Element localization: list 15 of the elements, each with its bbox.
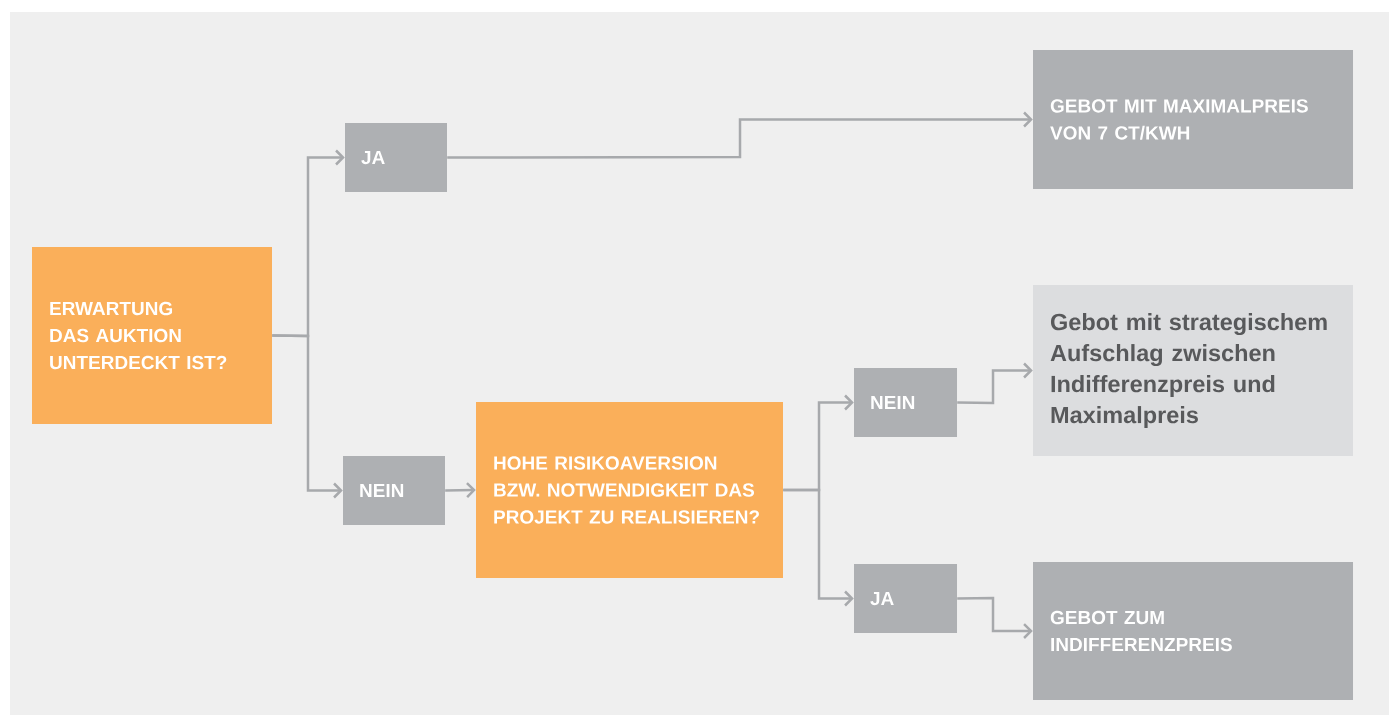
arrow <box>783 488 854 607</box>
decision-box: ERWARTUNG DAS AUKTION UNTERDECKT IST? <box>32 247 272 424</box>
decision-box: HOHE RISIKOAVERSION BZW. NOTWENDIGKEIT DAS PROJEKT ZU REALISIEREN? <box>476 402 783 578</box>
arrow <box>445 482 476 498</box>
answer-box: NEIN <box>343 456 445 525</box>
result-box: GEBOT ZUM INDIFFERENZPREIS <box>1033 562 1353 700</box>
arrow <box>272 334 343 499</box>
result-box: Gebot mit strategischem Aufschlag zwischen Indifferenzpreis und Maximalpreis <box>1033 285 1353 456</box>
arrow <box>957 362 1033 405</box>
arrow <box>447 111 1033 159</box>
answer-box: JA <box>345 123 447 192</box>
answer-box: NEIN <box>854 368 957 437</box>
answer-box: JA <box>854 564 957 633</box>
result-box: GEBOT MIT MAXIMALPREIS VON 7 CT/KWH <box>1033 50 1353 189</box>
arrow <box>957 596 1033 639</box>
